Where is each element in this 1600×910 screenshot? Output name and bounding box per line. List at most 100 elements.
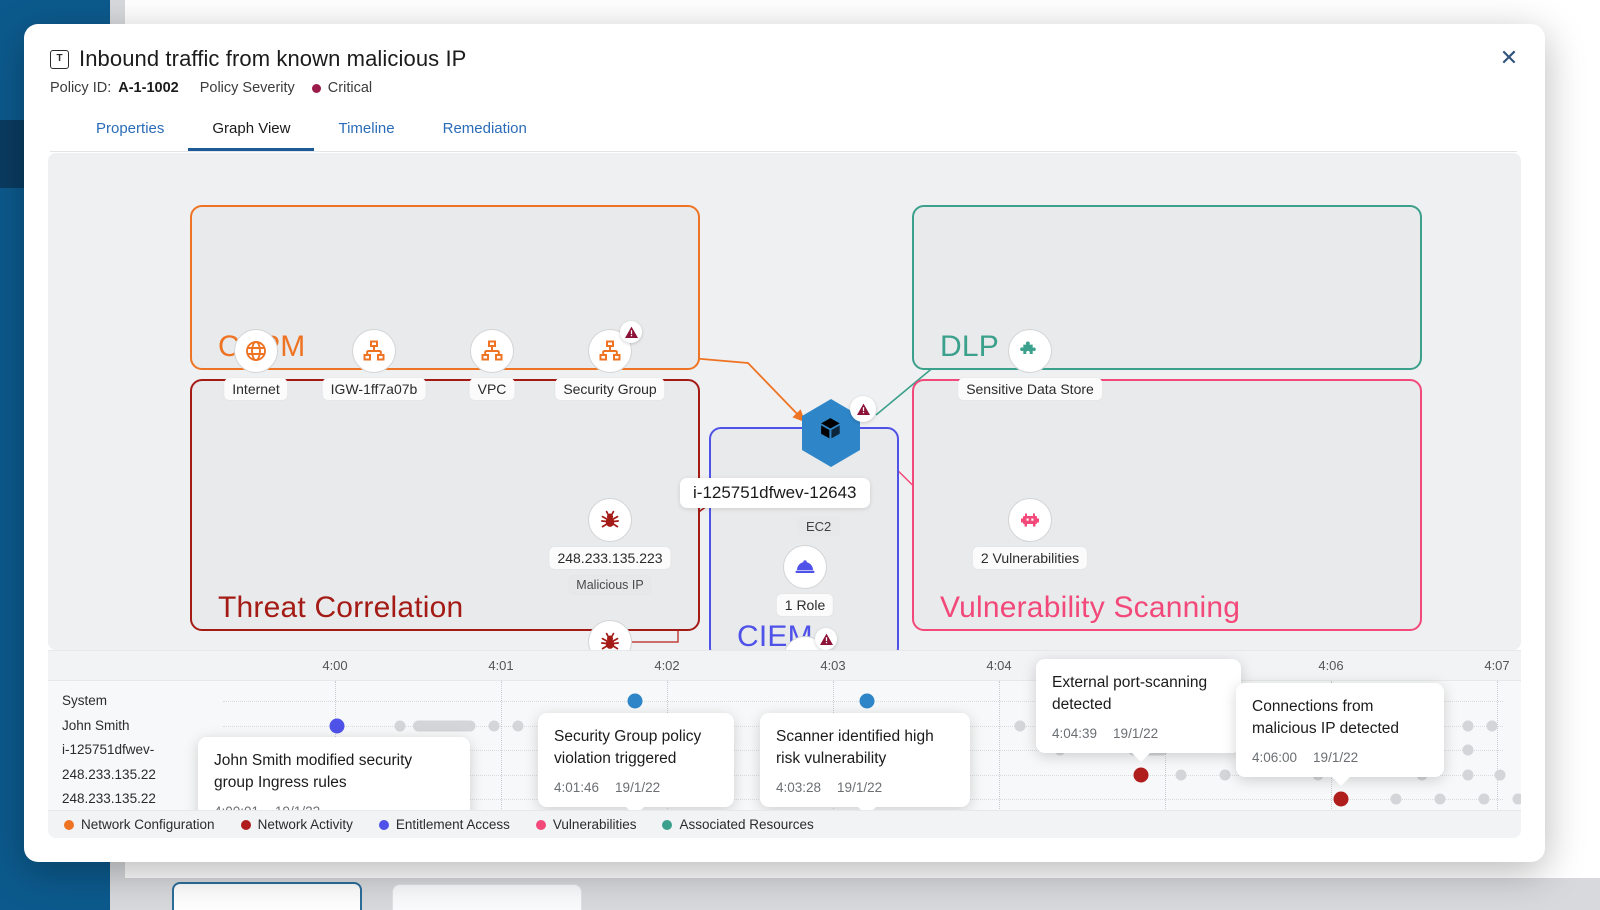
timeline-row-label: System xyxy=(62,693,108,708)
policy-id-label: Policy ID: xyxy=(50,80,112,96)
tooltip-meta: 4:06:00 19/1/22 xyxy=(1252,750,1428,765)
hardhat-icon xyxy=(783,545,827,589)
timeline-activity-dot xyxy=(1219,769,1231,780)
legend-item-vulnerabilities[interactable]: Vulnerabilities xyxy=(535,817,636,832)
tooltip-text: External port-scanning detected xyxy=(1052,674,1208,714)
timeline-activity-dot xyxy=(1486,720,1498,731)
timeline-activity-dot xyxy=(1462,744,1474,756)
graph-node-label: 1 Role xyxy=(776,594,834,616)
timeline-activity-dot xyxy=(1175,769,1187,780)
tooltip-tail xyxy=(1331,775,1351,786)
timeline-axis: 4:004:014:024:034:044:054:064:07 xyxy=(48,651,1521,681)
graph-group-vuln: Vulnerability Scanning xyxy=(912,379,1422,631)
timeline-tick: 4:03 xyxy=(820,658,846,673)
timeline-activity-dot xyxy=(1462,769,1474,780)
legend-dot-icon xyxy=(240,819,251,830)
severity-dot-icon xyxy=(311,83,321,93)
graph-node-label: Internet xyxy=(224,378,288,400)
policy-meta-row: Policy ID: A-1-1002 Policy Severity Crit… xyxy=(50,80,1517,96)
timeline-row-label: 248.233.135.22 xyxy=(62,766,156,782)
timeline-activity-dot xyxy=(1390,793,1402,805)
graph-node-label: Sensitive Data Store xyxy=(958,378,1102,400)
tooltip-text: Scanner identified high risk vulnerabili… xyxy=(776,728,934,768)
legend-item-entitlement-access[interactable]: Entitlement Access xyxy=(378,817,510,832)
tab-graph-view[interactable]: Graph View xyxy=(188,112,315,151)
cube-icon xyxy=(802,399,860,467)
timeline-gridline xyxy=(999,681,1000,821)
policy-severity-label: Policy Severity xyxy=(199,80,295,96)
warning-icon xyxy=(815,628,837,650)
spider-icon xyxy=(588,498,632,542)
graph-node-sensitive-store[interactable]: Sensitive Data Store xyxy=(958,329,1102,400)
timeline-event-dot-sg-policy-violation[interactable] xyxy=(627,693,643,709)
graph-node-vpc[interactable]: VPC xyxy=(469,329,515,400)
globe-icon xyxy=(234,329,278,373)
graph-node-sublabel: Malicious IP xyxy=(569,576,651,594)
timeline-tooltip-scanner-high-risk-vuln[interactable]: Scanner identified high risk vulnerabili… xyxy=(760,713,970,816)
timeline-tick: 4:04 xyxy=(986,658,1012,673)
timeline-activity-dot xyxy=(394,720,406,731)
graph-node-vulnerabilities[interactable]: 2 Vulnerabilities xyxy=(972,498,1088,569)
modal-header: T Inbound traffic from known malicious I… xyxy=(24,24,1545,152)
graph-node-label: IGW-1ff7a07b xyxy=(322,378,426,400)
timeline-tooltip-sg-policy-violation[interactable]: Security Group policy violation triggere… xyxy=(538,713,734,816)
legend-dot-icon xyxy=(64,819,74,830)
graph-node-ec2-instance[interactable] xyxy=(800,396,876,468)
timeline-panel: 4:004:014:024:034:044:054:064:07 SystemJ… xyxy=(48,650,1521,838)
tab-remediation[interactable]: Remediation xyxy=(442,120,527,137)
tooltip-date: 19/1/22 xyxy=(1313,749,1359,765)
timeline-tick: 4:07 xyxy=(1484,658,1510,673)
legend-item-associated-resources[interactable]: Associated Resources xyxy=(662,817,814,832)
timeline-tick: 4:01 xyxy=(488,658,514,673)
graph-node-label-ec2-instance: i-125751dfwev-12643 xyxy=(680,478,870,508)
timeline-activity-dot xyxy=(1462,720,1474,731)
alert-detail-modal: T Inbound traffic from known malicious I… xyxy=(24,24,1545,862)
legend-item-network-activity[interactable]: Network Activity xyxy=(240,817,353,832)
tab-timeline[interactable]: Timeline xyxy=(338,120,395,137)
graph-node-role[interactable]: 1 Role xyxy=(776,545,834,616)
graph-node-security-group[interactable]: Security Group xyxy=(555,321,665,400)
timeline-activity-dot xyxy=(1478,793,1490,805)
graph-node-type-label: EC2 xyxy=(797,517,841,536)
tooltip-time: 4:06:00 xyxy=(1252,749,1298,765)
graph-node-label: 2 Vulnerabilities xyxy=(972,547,1088,569)
tab-properties[interactable]: Properties xyxy=(96,120,165,137)
legend-dot-icon xyxy=(662,819,673,830)
legend-item-network-configuration[interactable]: Network Configuration xyxy=(64,817,215,832)
tooltip-time: 4:03:28 xyxy=(776,779,822,795)
network-icon xyxy=(588,321,642,373)
timeline-row-label: John Smith xyxy=(62,717,130,733)
timeline-gridline xyxy=(1497,681,1498,821)
title-row: T Inbound traffic from known malicious I… xyxy=(50,46,1517,72)
timeline-event-dot-scanner-high-risk-vuln[interactable] xyxy=(859,693,875,709)
timeline-event-dot-john-smith-modified-sg[interactable] xyxy=(329,718,345,733)
tooltip-date: 19/1/22 xyxy=(1113,725,1159,741)
policy-id-value: A-1-1002 xyxy=(118,80,179,96)
timeline-tick: 4:00 xyxy=(322,658,348,673)
timeline-activity-dot xyxy=(1494,769,1506,780)
close-icon[interactable]: ✕ xyxy=(1495,44,1523,72)
graph-node-internet[interactable]: Internet xyxy=(224,329,288,400)
legend-dot-icon xyxy=(535,819,546,830)
timeline-event-dot-external-port-scanning[interactable] xyxy=(1133,767,1149,782)
tooltip-text: John Smith modified security group Ingre… xyxy=(214,752,413,792)
timeline-activity-dot xyxy=(512,720,524,731)
warning-icon xyxy=(850,396,876,422)
status-badge: Critical xyxy=(327,80,373,96)
timeline-activity-bar xyxy=(413,720,473,731)
timeline-gridline xyxy=(501,681,502,821)
legend-label: Entitlement Access xyxy=(395,817,510,832)
tooltip-date: 19/1/22 xyxy=(837,779,883,795)
graph-group-label: Vulnerability Scanning xyxy=(940,591,1241,624)
timeline-tick: 4:06 xyxy=(1318,658,1344,673)
timeline-event-dot-malicious-ip-connections[interactable] xyxy=(1333,791,1349,807)
network-icon xyxy=(352,329,396,373)
graph-node-igw[interactable]: IGW-1ff7a07b xyxy=(322,329,426,400)
background-card-primary xyxy=(172,882,362,910)
